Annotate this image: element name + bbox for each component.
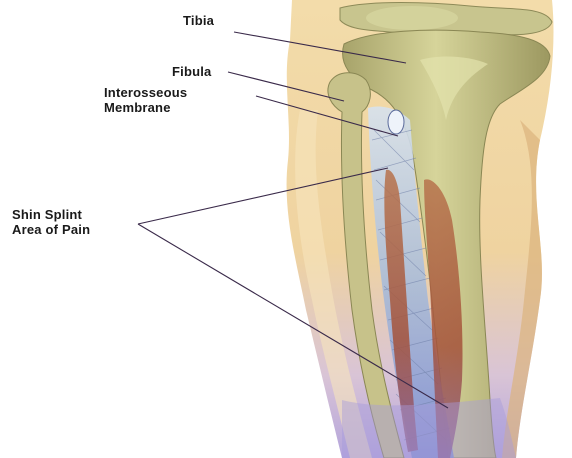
shin-splint-label-line-2: Area of Pain [12,222,90,237]
interosseous-membrane-label: Interosseous Membrane [104,85,187,115]
interosseous-label-line-1: Interosseous [104,85,187,100]
tibia-label: Tibia [183,13,214,28]
fibula-label: Fibula [172,64,211,79]
ankle-shadow [342,398,516,458]
interosseous-label-line-2: Membrane [104,100,187,115]
shin-splint-label: Shin Splint Area of Pain [12,207,90,237]
shin-splint-label-line-1: Shin Splint [12,207,90,222]
patella [366,6,458,30]
membrane-highlight [388,110,404,134]
